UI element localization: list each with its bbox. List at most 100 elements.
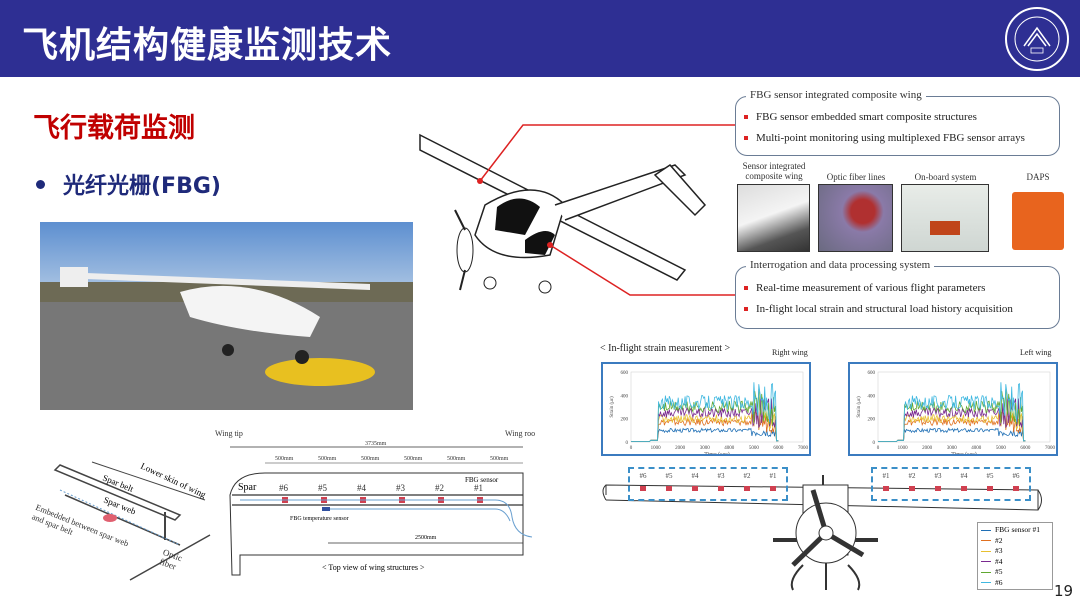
fbg-sensor-mark xyxy=(909,486,915,491)
photo-label: Optic fiber lines xyxy=(826,172,886,182)
legend-label: FBG sensor #1 xyxy=(995,525,1041,534)
series-line-sensor-6 xyxy=(878,382,1026,442)
box-item: In-flight local strain and structural lo… xyxy=(744,298,1059,319)
x-tick-label: 4000 xyxy=(724,446,735,451)
legend-swatch-icon xyxy=(981,529,991,531)
fbg-sensor-mark xyxy=(770,486,776,491)
x-tick-label: 1000 xyxy=(898,446,909,451)
x-tick-label: 7000 xyxy=(1045,446,1056,451)
y-tick-label: 600 xyxy=(868,371,876,376)
spacing-label: 500mm xyxy=(361,456,380,462)
legend-swatch-icon xyxy=(981,571,991,573)
x-tick-label: 3000 xyxy=(700,446,711,451)
x-tick-label: 3000 xyxy=(947,446,958,451)
box-title: Interrogation and data processing system xyxy=(746,259,935,271)
sensor-wing-photo xyxy=(737,184,810,252)
spacing-label: 500mm xyxy=(490,456,509,462)
x-tick-label: 2000 xyxy=(675,446,686,451)
photo-label: On-board system xyxy=(914,172,977,182)
x-tick-label: 5000 xyxy=(996,446,1007,451)
wing-sensor-label: #1 xyxy=(882,472,890,480)
legend-swatch-icon xyxy=(981,540,991,542)
x-tick-label: 6000 xyxy=(773,446,784,451)
y-tick-label: 0 xyxy=(873,441,876,446)
y-tick-label: 600 xyxy=(621,371,629,376)
x-tick-label: 1000 xyxy=(651,446,662,451)
wing-sensor: #2 xyxy=(909,472,916,491)
spar-label: Spar xyxy=(238,482,257,493)
sensor-label: #1 xyxy=(474,483,483,493)
photo-label: Sensor integrated composite wing xyxy=(742,161,806,181)
daps-photo xyxy=(1012,192,1064,250)
temp-sensor-label: FBG temperature sensor xyxy=(290,516,349,522)
right-wing-sensor-group: #6#5#4#3#2#1 xyxy=(628,467,788,501)
wing-sensor: #4 xyxy=(961,472,968,491)
sensor-label: #2 xyxy=(435,483,444,493)
legend-item: #6 xyxy=(981,578,1049,589)
x-tick-label: 6000 xyxy=(1020,446,1031,451)
wing-sensor: #2 xyxy=(744,472,751,491)
wing-sensor-label: #4 xyxy=(691,472,699,480)
left-wing-sensor-group: #1 #2 #3 #4 #5 #6 xyxy=(871,467,1031,501)
wing-sensor-label: #6 xyxy=(1012,472,1020,480)
wing-root-label: Wing root xyxy=(505,429,535,438)
page-number: 19 xyxy=(1054,582,1074,600)
legend-swatch-icon xyxy=(981,561,991,563)
slide-title: 飞机结构健康监测技术 xyxy=(22,25,393,66)
wing-sensor-label: #2 xyxy=(743,472,751,480)
series-line-sensor-6 xyxy=(631,382,779,442)
wing-sensor: #6 xyxy=(1013,472,1020,491)
legend-swatch-icon xyxy=(981,550,991,552)
wing-sensor-label: #3 xyxy=(934,472,942,480)
sensor-label: #4 xyxy=(357,483,367,493)
bullet-text: 光纤光栅(FBG) xyxy=(63,174,221,199)
wing-tip-label: Wing tip xyxy=(215,429,243,438)
x-tick-label: 0 xyxy=(630,446,633,451)
box-item-text: FBG sensor embedded smart composite stru… xyxy=(756,110,977,123)
legend-label: #2 xyxy=(995,535,1003,545)
fbg-sensor-mark xyxy=(640,486,646,491)
y-tick-label: 200 xyxy=(621,418,629,423)
spacing-label: 500mm xyxy=(404,456,423,462)
bullet-item: 光纤光栅(FBG) xyxy=(36,168,221,200)
bullet-icon xyxy=(744,114,748,119)
box-item-text: Real-time measurement of various flight … xyxy=(756,281,986,294)
x-tick-label: 0 xyxy=(877,446,880,451)
wing-sensor-label: #4 xyxy=(960,472,968,480)
wing-sensor: #6 xyxy=(640,472,647,491)
series-line-sensor-1 xyxy=(878,427,1026,442)
strain-title: < In-flight strain measurement > xyxy=(600,343,731,354)
box-title: FBG sensor integrated composite wing xyxy=(746,89,926,101)
wing-sensor: #3 xyxy=(935,472,942,491)
total-length-label: 3735mm xyxy=(365,441,387,447)
legend-item: FBG sensor #1 xyxy=(981,525,1049,536)
sensor-label: #3 xyxy=(396,483,406,493)
legend-swatch-icon xyxy=(981,582,991,584)
sensor-label: #6 xyxy=(279,483,289,493)
fbg-sensor-mark xyxy=(883,486,889,491)
front-view-aircraft xyxy=(602,475,1042,591)
wing-sensor: #1 xyxy=(883,472,890,491)
university-logo xyxy=(1005,7,1069,71)
y-axis-label: Strain (με) xyxy=(610,396,615,418)
bullet-icon xyxy=(744,285,748,290)
wing-caption: < Top view of wing structures > xyxy=(322,563,425,572)
chart-legend: FBG sensor #1#2#3#4#5#6 xyxy=(977,522,1053,590)
y-axis-label: Strain (με) xyxy=(857,396,862,418)
airplane-drawing xyxy=(419,124,735,296)
wing-sensor: #1 xyxy=(770,472,777,491)
legend-label: #4 xyxy=(995,556,1003,566)
x-axis-label: Time (sec) xyxy=(704,451,730,456)
bullet-icon xyxy=(744,306,748,311)
fbg-sensor-mark xyxy=(987,486,993,491)
x-tick-label: 5000 xyxy=(749,446,760,451)
fbg-sensor-mark xyxy=(935,486,941,491)
interrogation-box: Interrogation and data processing system… xyxy=(735,259,1060,329)
wing-sensor: #5 xyxy=(987,472,994,491)
wing-sensor: #5 xyxy=(666,472,673,491)
label-lower-skin: Lower skin of wing xyxy=(139,461,208,500)
legend-item: #4 xyxy=(981,557,1049,568)
wing-sensor-label: #5 xyxy=(986,472,994,480)
y-tick-label: 400 xyxy=(621,394,629,399)
onboard-system-photo xyxy=(901,184,989,252)
